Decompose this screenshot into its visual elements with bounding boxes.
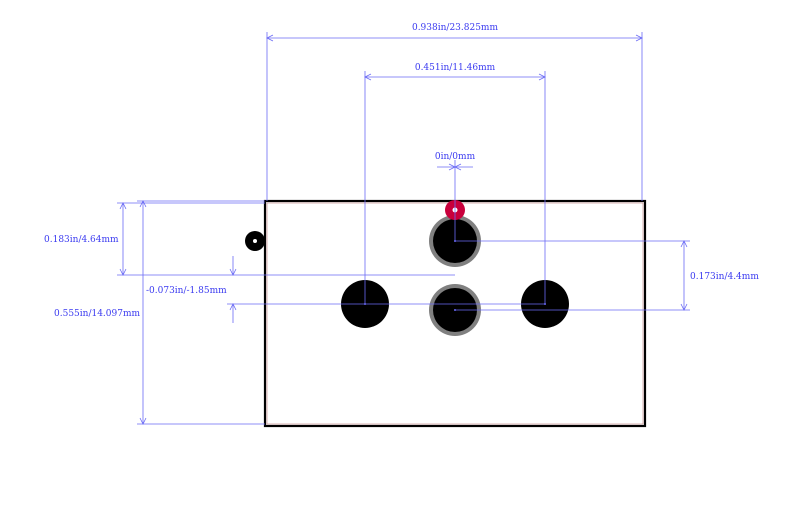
dim-pin-spacing-label: 0.451in/11.46mm xyxy=(415,63,496,73)
dim-center-offset: 0in/0mm xyxy=(435,152,476,241)
dim-top-height-label: 0.183in/4.64mm xyxy=(44,235,119,245)
polarity-mark-dot xyxy=(253,239,257,243)
dim-total-width-label: 0.938in/23.825mm xyxy=(412,23,498,33)
pads xyxy=(245,200,569,336)
dim-offset-y-label: -0.073in/-1.85mm xyxy=(146,286,227,296)
dim-right-height-label: 0.173in/4.4mm xyxy=(690,272,759,282)
dim-right-height: 0.173in/4.4mm xyxy=(455,240,759,311)
dim-total-height: 0.555in/14.097mm xyxy=(54,200,265,425)
dim-pin-spacing: 0.451in/11.46mm xyxy=(364,63,546,304)
dim-total-height-label: 0.555in/14.097mm xyxy=(54,309,140,319)
dim-total-width: 0.938in/23.825mm xyxy=(266,23,643,201)
dim-center-offset-label: 0in/0mm xyxy=(435,152,476,162)
dim-offset-y: -0.073in/-1.85mm xyxy=(146,256,545,323)
